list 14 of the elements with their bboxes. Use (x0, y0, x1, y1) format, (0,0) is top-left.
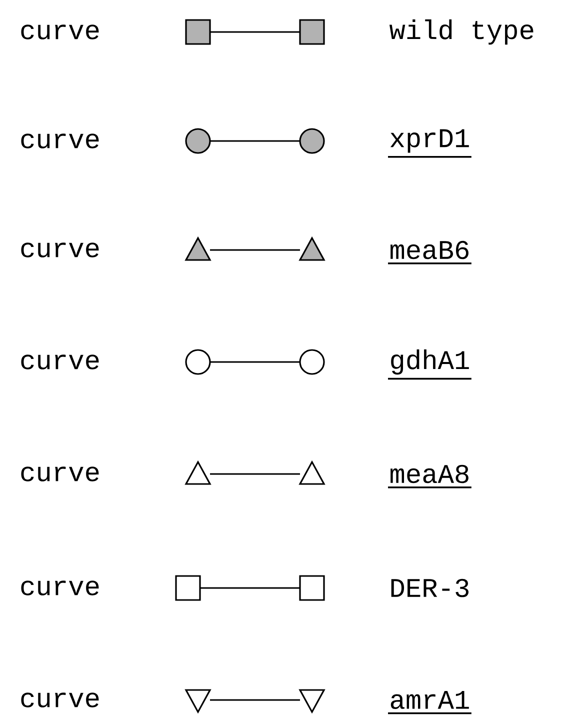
row-label: curve (21, 24, 99, 40)
legend-text: amrA1 (388, 690, 472, 714)
row-label: curve (21, 692, 99, 708)
legend-text: meaA8 (388, 464, 472, 488)
legend-text: gdhA1 (388, 349, 472, 380)
row-label: curve (21, 242, 99, 258)
row-label: curve (21, 354, 99, 370)
row-label: curve (21, 466, 99, 482)
row-label: curve (21, 580, 99, 596)
row-label: curve (21, 134, 99, 148)
legend-text: DER-3 (391, 578, 468, 598)
legend-text: wild type (389, 19, 534, 45)
legend-text: meaB6 (388, 240, 472, 264)
legend-text: xprD1 (388, 129, 472, 158)
